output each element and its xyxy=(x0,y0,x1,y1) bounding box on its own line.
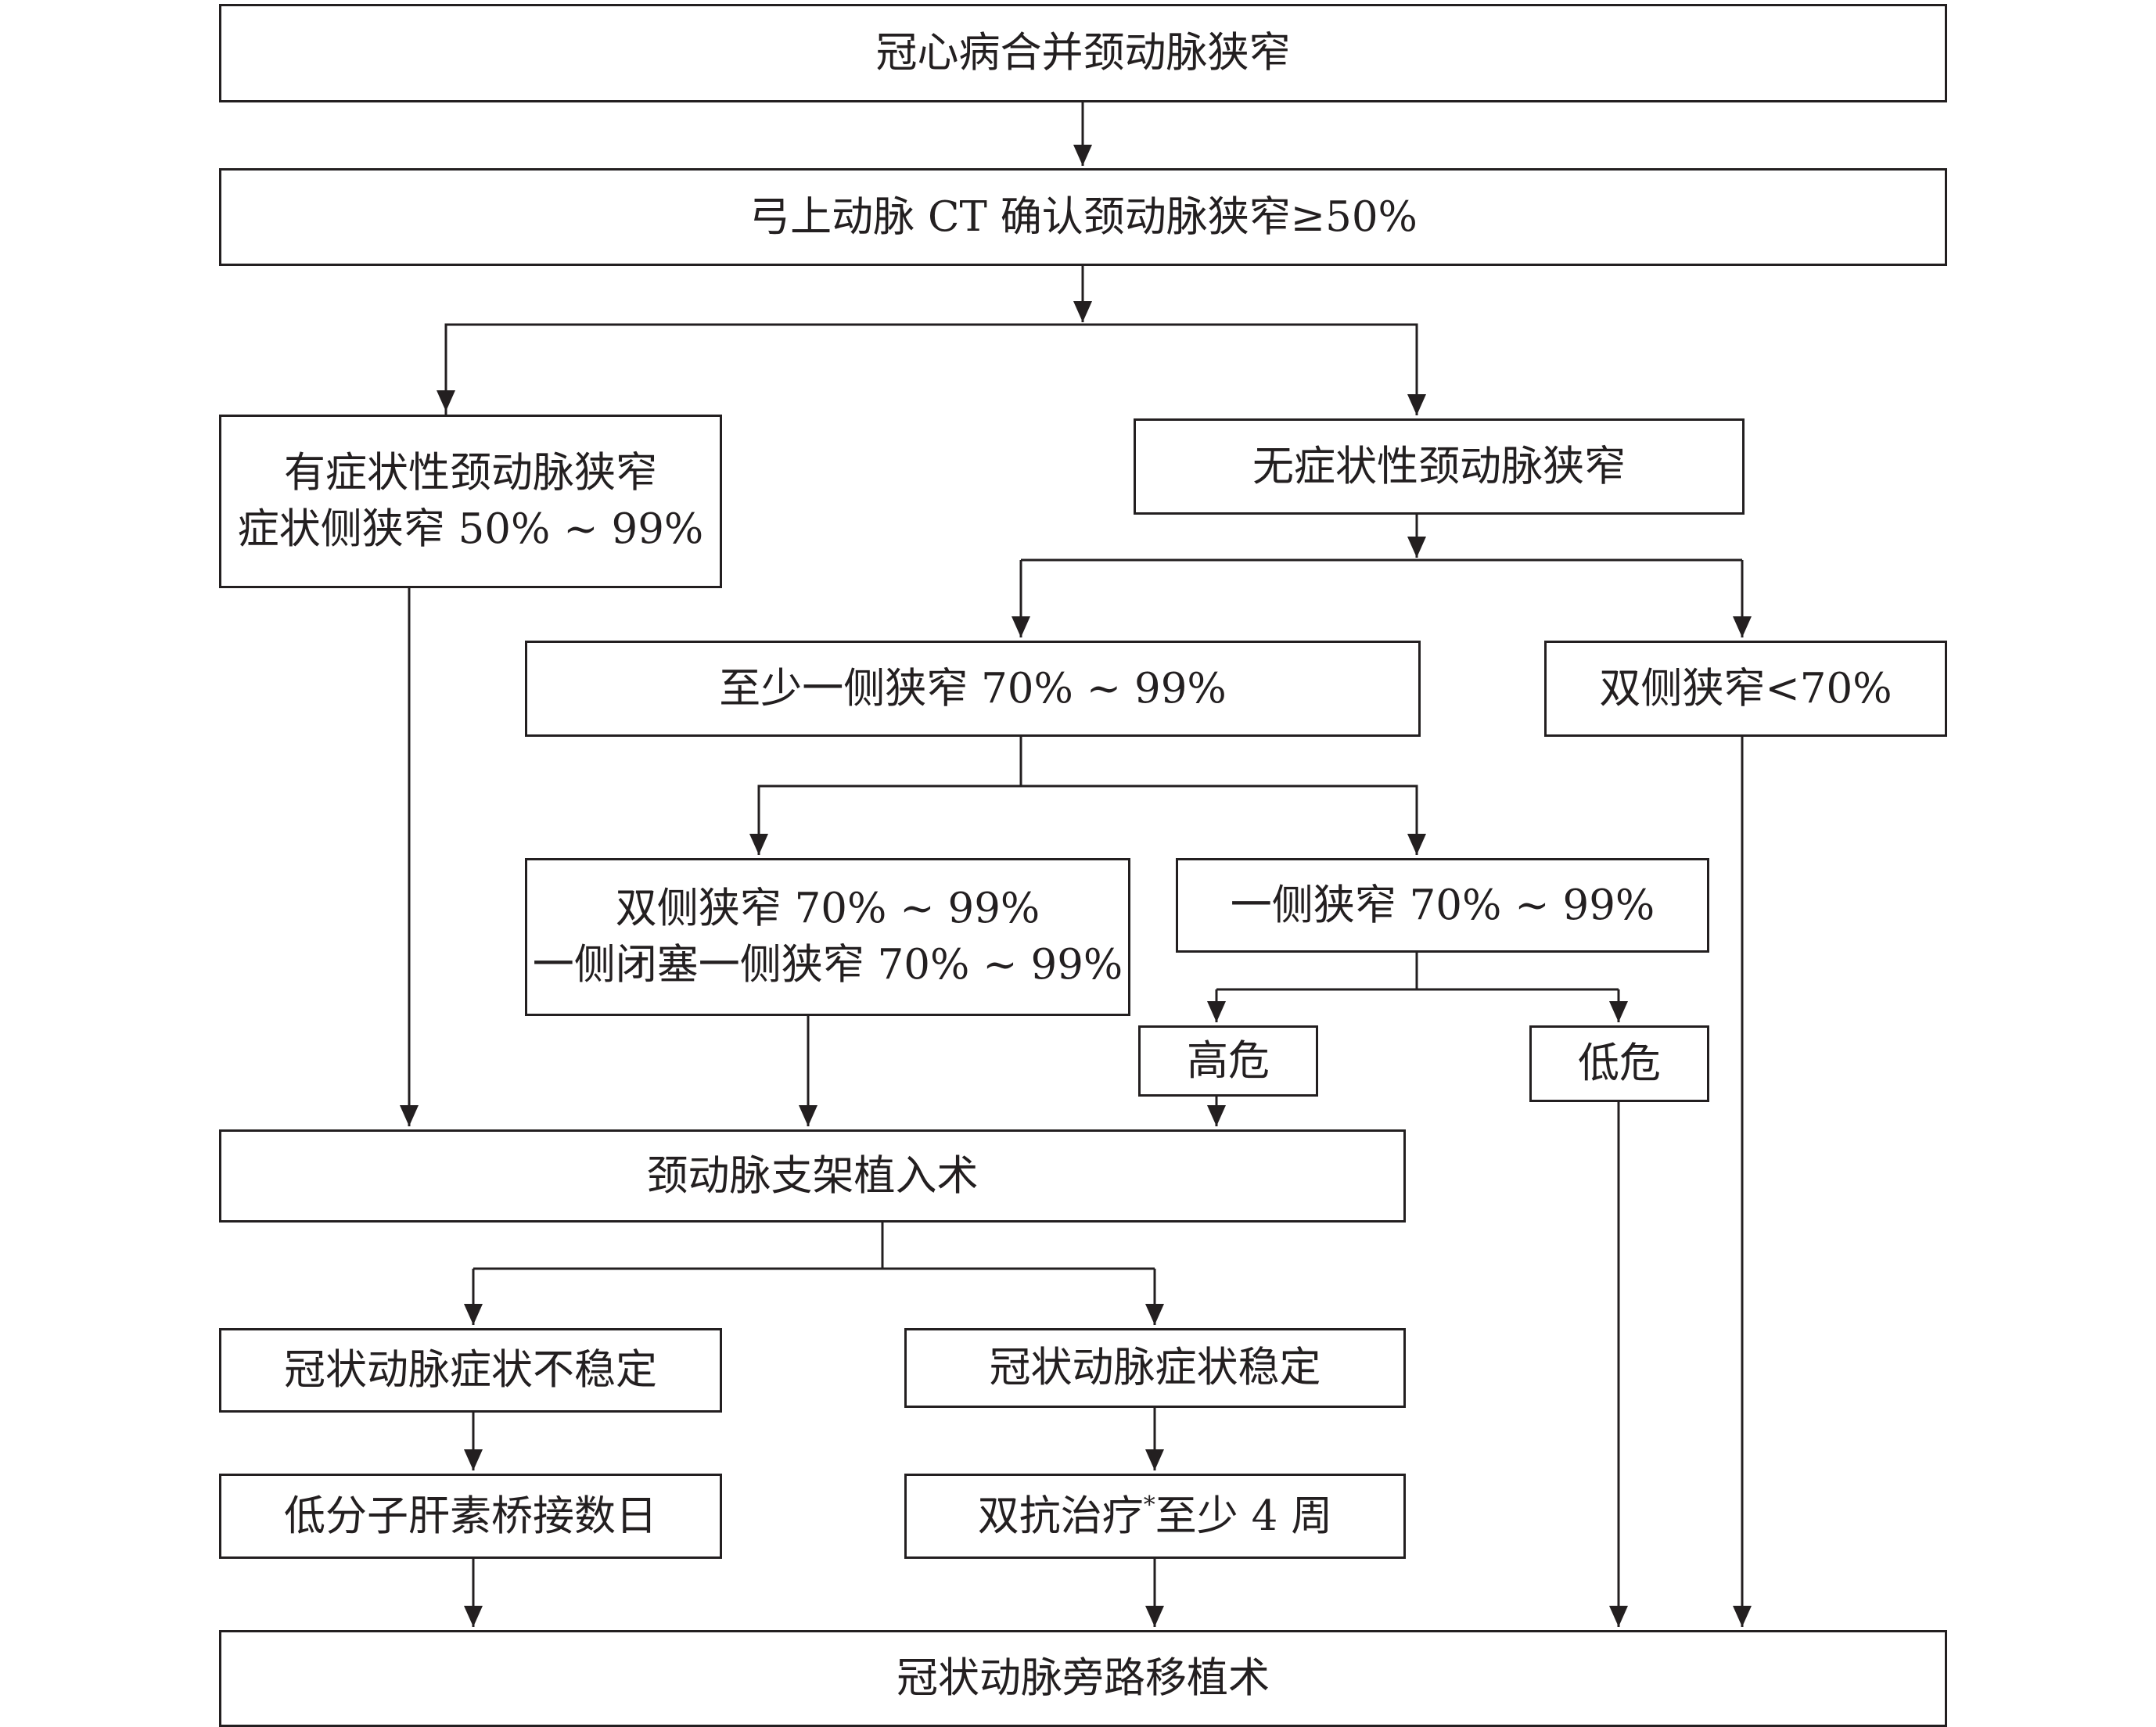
node-ct-confirm: 弓上动脉 CT 确认颈动脉狭窄≥50% xyxy=(219,168,1947,266)
node-cabg: 冠状动脉旁路移植术 xyxy=(219,1630,1947,1727)
node-coronary-stable: 冠状动脉症状稳定 xyxy=(904,1328,1406,1408)
split-ct-branches xyxy=(444,323,1418,415)
node-bilateral-lt70: 双侧狭窄<70% xyxy=(1544,641,1947,737)
node-at-least-one-side: 至少一侧狭窄 70% ~ 99% xyxy=(525,641,1421,737)
node-high-risk: 高危 xyxy=(1138,1025,1318,1097)
node-dual-antiplatelet: 双抗治疗*至少 4 周 xyxy=(904,1474,1406,1559)
node-coronary-unstable: 冠状动脉症状不稳定 xyxy=(219,1328,722,1413)
node-asymptomatic: 无症状性颈动脉狭窄 xyxy=(1134,418,1745,515)
node-carotid-stenting: 颈动脉支架植入术 xyxy=(219,1129,1406,1223)
footnote-mark: * xyxy=(1143,1491,1155,1519)
node-low-risk: 低危 xyxy=(1529,1025,1709,1102)
split-atleast-branches xyxy=(757,737,1022,853)
node-bilateral-70-99: 双侧狭窄 70% ~ 99% 一侧闭塞一侧狭窄 70% ~ 99% xyxy=(525,858,1130,1016)
line-to-unilat xyxy=(1021,785,1418,829)
split-unilat-branches xyxy=(1216,953,1619,991)
split-cas-branches xyxy=(473,1223,1155,1270)
node-root: 冠心病合并颈动脉狭窄 xyxy=(219,4,1947,102)
node-symptomatic: 有症状性颈动脉狭窄 症状侧狭窄 50% ~ 99% xyxy=(219,415,722,588)
dapt-label: 双抗治疗*至少 4 周 xyxy=(977,1491,1333,1540)
node-unilateral-70-99: 一侧狭窄 70% ~ 99% xyxy=(1176,858,1709,953)
node-lmwh-bridging: 低分子肝素桥接数日 xyxy=(219,1474,722,1559)
